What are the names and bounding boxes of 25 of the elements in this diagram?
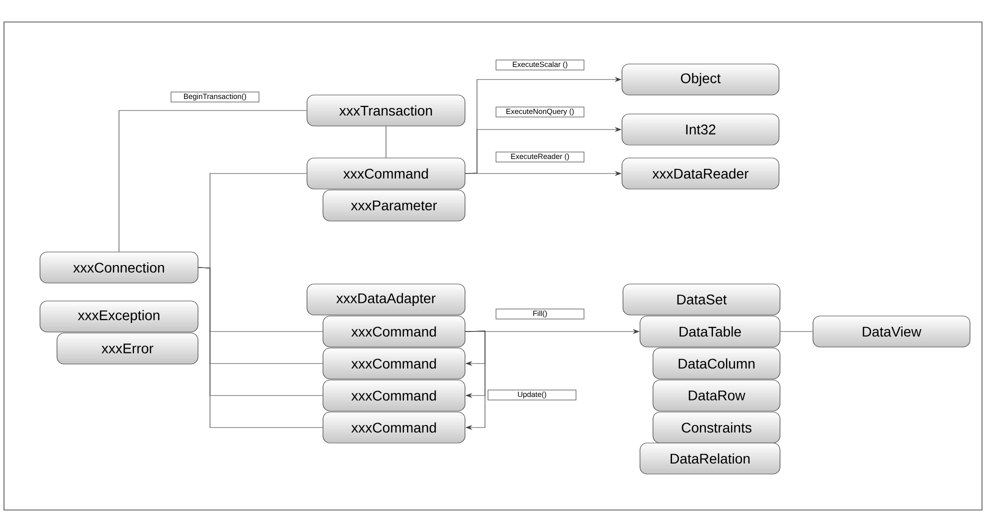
connector [780,331,813,332]
class-box: xxxTransaction [306,94,466,126]
class-box: DataRow [652,380,780,412]
connector [465,330,486,430]
class-box: xxxCommand [322,380,466,412]
class-box: Object [622,64,780,96]
class-box: xxxCommand [306,158,466,190]
class-box: DataColumn [652,348,780,380]
class-box: xxxCommand [322,316,466,348]
connector [198,267,323,428]
class-box: xxxCommand [322,348,466,380]
class-box: xxxConnection [40,252,198,284]
class-box: xxxCommand [322,412,466,444]
class-box: xxxDataReader [622,158,780,190]
class-box: DataTable [640,316,780,348]
class-box: DataView [812,316,970,348]
class-box: Constraints [652,412,780,444]
class-box: DataRelation [640,442,780,474]
class-box: xxxException [40,300,198,332]
class-box: xxxError [56,332,198,364]
connector [118,110,307,252]
class-box: DataSet [622,284,780,316]
class-box: xxxDataAdapter [306,284,466,316]
class-box: Int32 [622,114,780,146]
class-box: xxxParameter [322,190,466,222]
